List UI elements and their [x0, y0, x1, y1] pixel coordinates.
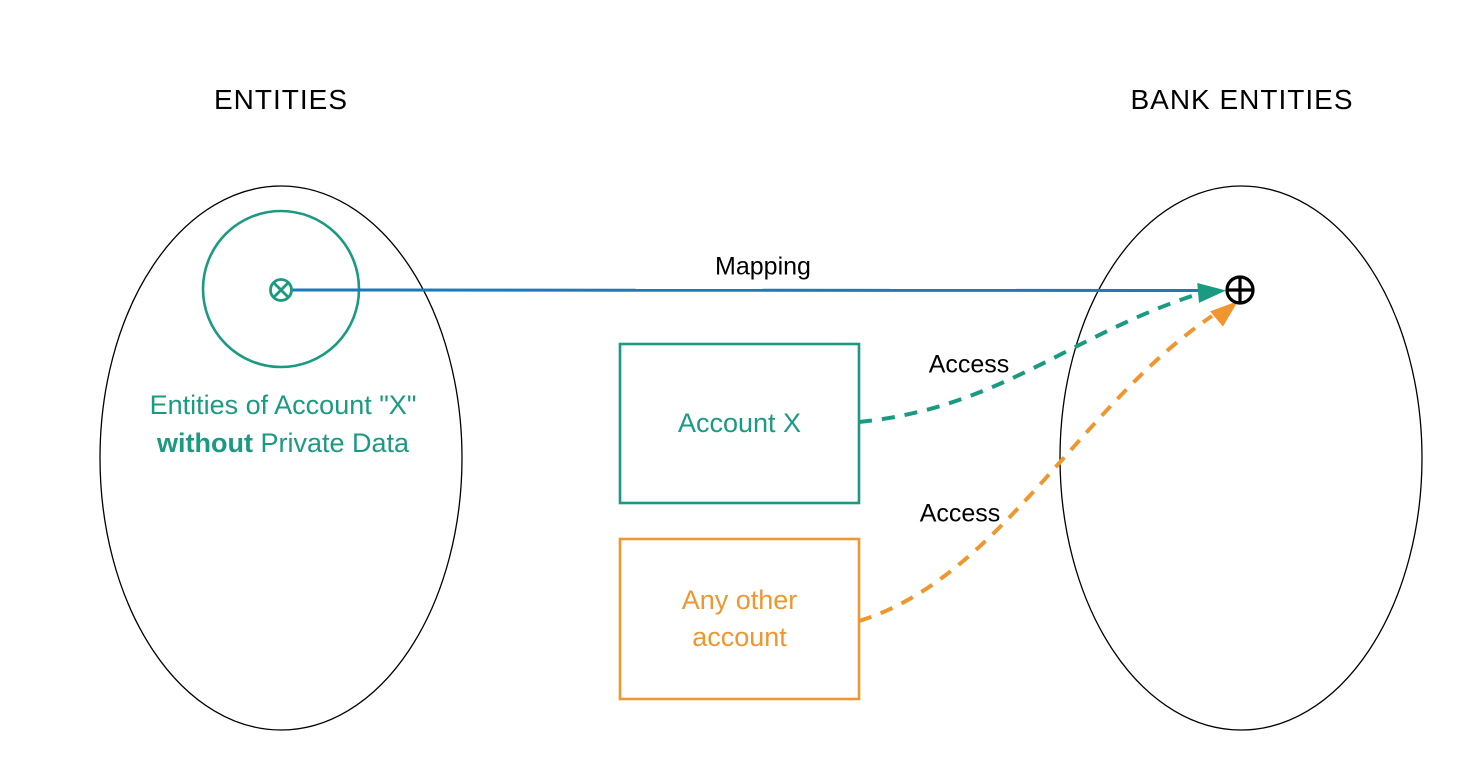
bank-entities-ellipse [1059, 185, 1423, 731]
caption-line-2: without Private Data [156, 428, 410, 458]
account-x-box [618, 342, 861, 505]
mapping-arrow-line [290, 288, 1202, 292]
caption-line-1: Entities of Account "X" [149, 390, 417, 420]
entities-title: ENTITIES [213, 84, 349, 115]
circle-x-icon [269, 278, 293, 302]
mapping-label: Mapping [715, 252, 811, 281]
account-x-box-label: Account X [677, 408, 802, 438]
teal-arrowhead-icon [1197, 282, 1226, 303]
entities-ellipse [99, 185, 463, 731]
any-other-account-box [618, 537, 861, 701]
bank-entities-title: BANK ENTITIES [1130, 84, 1354, 115]
circle-plus-icon [1225, 275, 1255, 305]
left-ellipse-caption: Entities of Account "X" without Private … [150, 386, 417, 462]
access-arrow-account-x [858, 292, 1199, 424]
any-other-account-box-label: Any other account [681, 585, 798, 652]
access-label-any-other: Access [919, 499, 1001, 528]
orange-arrowhead-icon [1210, 301, 1238, 327]
access-label-account-x: Access [928, 350, 1010, 379]
